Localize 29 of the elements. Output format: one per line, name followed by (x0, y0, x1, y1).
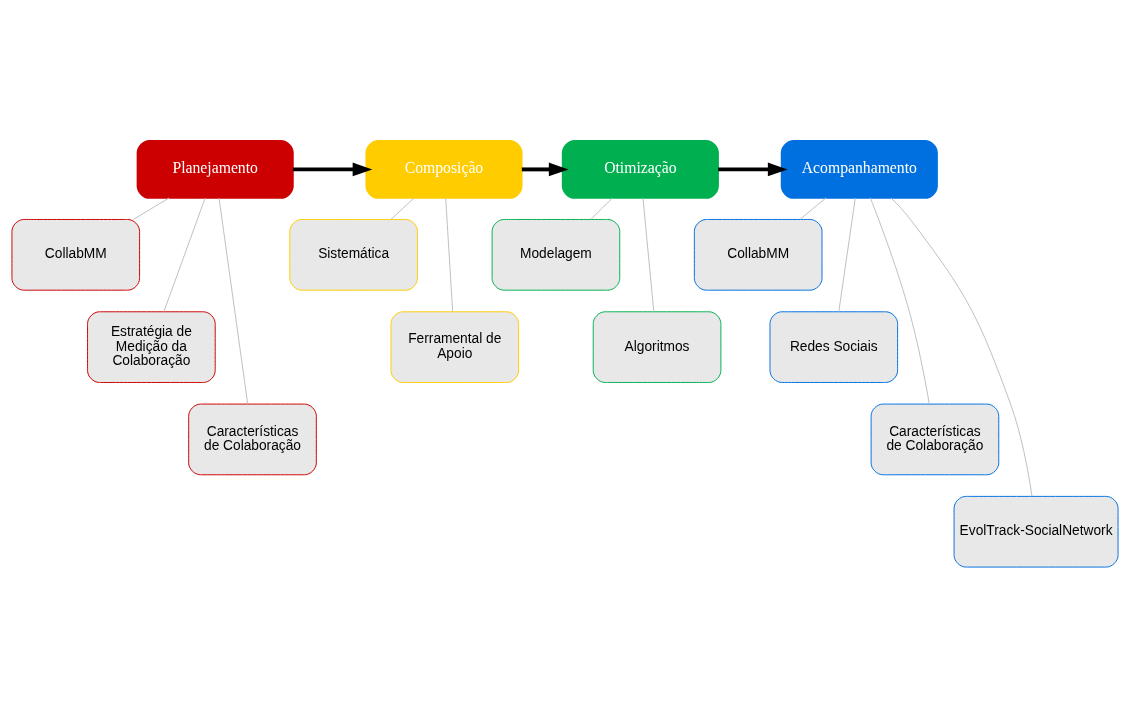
arrow (292, 162, 373, 176)
connector (390, 196, 415, 220)
node-box: Planejamento (136, 139, 294, 199)
connector (132, 196, 170, 220)
connector (799, 196, 827, 220)
arrow (521, 162, 569, 176)
connector (890, 197, 1033, 497)
node-box: Redes Sociais (769, 310, 899, 383)
node-box: Ferramental de Apoio (390, 310, 520, 383)
connector (445, 197, 454, 312)
connector (590, 197, 613, 220)
node-box: Características de Colaboração (870, 403, 1000, 475)
node-box: Características de Colaboração (188, 403, 317, 475)
node-box: Modelagem (491, 218, 621, 291)
node-box: CollabMM (11, 218, 141, 291)
connector (642, 197, 655, 312)
node-box: Otimização (561, 139, 719, 199)
node-box: Estratégia de Medição da Colaboração (87, 310, 216, 383)
node-box: Composição (365, 139, 523, 199)
node-box: CollabMM (693, 218, 823, 291)
arrow (718, 162, 788, 176)
connector (218, 197, 249, 404)
connector (838, 197, 856, 312)
connector (163, 197, 206, 312)
node-box: Sistemática (289, 218, 418, 291)
node-box: Acompanhamento (780, 139, 938, 199)
node-box: EvolTrack-SocialNetwork (953, 495, 1119, 568)
connector (869, 196, 930, 404)
node-box: Algoritmos (592, 310, 722, 383)
